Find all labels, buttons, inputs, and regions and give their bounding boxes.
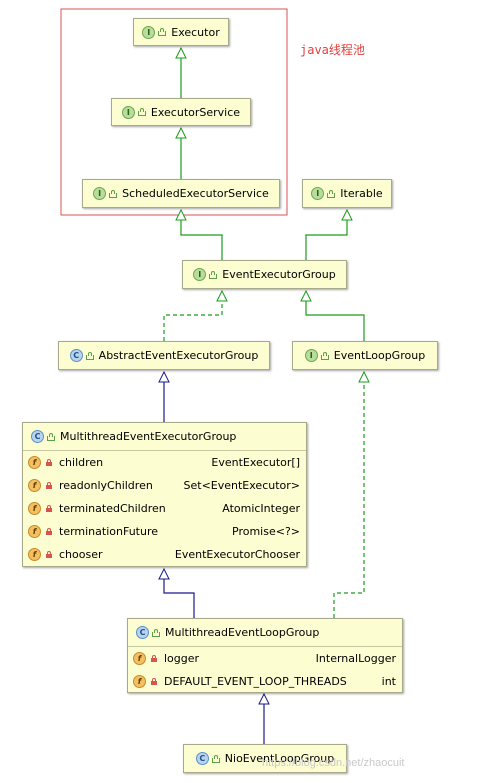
field-name: terminatedChildren — [59, 502, 166, 515]
interface-icon: I — [93, 187, 107, 200]
watermark: https://blog.csdn.net/zhaocuit — [262, 757, 405, 769]
node-multithread-event-loop-group[interactable]: C MultithreadEventLoopGroup f logger Int… — [127, 618, 403, 693]
node-name: Executor — [171, 25, 220, 39]
node-name: MultithreadEventLoopGroup — [165, 626, 320, 639]
thread-pool-highlight-box — [60, 8, 288, 216]
field-row[interactable]: f children EventExecutor[] — [23, 451, 306, 474]
node-name: AbstractEventExecutorGroup — [98, 349, 259, 362]
field-name: DEFAULT_EVENT_LOOP_THREADS — [164, 675, 347, 688]
field-row[interactable]: f terminatedChildren AtomicInteger — [23, 497, 306, 520]
node-scheduled-executor-service[interactable]: I ScheduledExecutorService — [82, 179, 280, 208]
edge-eventexecutorgroup-scheduled — [181, 210, 223, 260]
field-type: AtomicInteger — [222, 502, 300, 515]
field-icon: f — [28, 479, 41, 492]
class-icon: C — [136, 626, 149, 639]
node-event-executor-group[interactable]: I EventExecutorGroup — [182, 260, 347, 289]
class-icon: C — [69, 349, 83, 362]
private-lock-icon — [46, 505, 52, 512]
public-visibility-icon — [137, 108, 146, 116]
public-visibility-icon — [158, 28, 167, 36]
private-lock-icon — [46, 551, 52, 558]
node-name: MultithreadEventExecutorGroup — [60, 430, 237, 443]
public-visibility-icon — [85, 351, 94, 360]
private-lock-icon — [151, 678, 157, 685]
node-name: NioEventLoopGroup — [224, 752, 335, 765]
field-name: terminationFuture — [59, 525, 158, 538]
field-icon: f — [133, 652, 146, 665]
field-row[interactable]: f readonlyChildren Set<EventExecutor> — [23, 474, 306, 497]
field-row[interactable]: f terminationFuture Promise<?> — [23, 520, 306, 543]
field-row[interactable]: f chooser EventExecutorChooser — [23, 543, 306, 566]
edge-multithreadloop-multithreadexecutor — [164, 569, 195, 618]
public-visibility-icon — [320, 351, 329, 360]
field-icon: f — [28, 456, 41, 469]
node-multithread-event-executor-group[interactable]: C MultithreadEventExecutorGroup f childr… — [22, 422, 307, 567]
public-visibility-icon — [109, 189, 118, 198]
interface-icon: I — [311, 187, 325, 200]
node-executor-service[interactable]: I ExecutorService — [111, 98, 251, 126]
class-icon: C — [31, 430, 44, 443]
field-row[interactable]: f DEFAULT_EVENT_LOOP_THREADS int — [128, 670, 402, 693]
public-visibility-icon — [152, 628, 160, 637]
private-lock-icon — [46, 528, 52, 535]
field-type: EventExecutor[] — [211, 456, 300, 469]
field-type: InternalLogger — [315, 652, 396, 665]
interface-icon: I — [142, 25, 156, 39]
class-icon: C — [195, 752, 209, 765]
field-type: Promise<?> — [232, 525, 300, 538]
interface-icon: I — [193, 268, 207, 281]
field-type: EventExecutorChooser — [174, 548, 300, 561]
node-iterable[interactable]: I Iterable — [302, 179, 392, 208]
field-name: children — [59, 456, 104, 469]
node-executor[interactable]: I Executor — [133, 18, 229, 46]
field-icon: f — [28, 525, 41, 538]
public-visibility-icon — [47, 432, 55, 441]
node-name: ScheduledExecutorService — [122, 187, 269, 200]
node-nio-event-loop-group[interactable]: C NioEventLoopGroup — [183, 744, 347, 773]
field-name: chooser — [59, 548, 103, 561]
field-row[interactable]: f logger InternalLogger — [128, 647, 402, 670]
private-lock-icon — [151, 655, 157, 662]
thread-pool-label: java线程池 — [300, 43, 365, 57]
private-lock-icon — [46, 482, 52, 489]
node-abstract-event-executor-group[interactable]: C AbstractEventExecutorGroup — [58, 341, 270, 370]
interface-icon: I — [304, 349, 318, 362]
field-icon: f — [133, 675, 146, 688]
edge-eventloopgroup-eventexecutorgroup — [306, 291, 365, 341]
field-icon: f — [28, 502, 41, 515]
public-visibility-icon — [209, 270, 218, 279]
node-name: EventExecutorGroup — [222, 268, 336, 281]
node-event-loop-group[interactable]: I EventLoopGroup — [292, 341, 438, 370]
field-list: f children EventExecutor[] f readonlyChi… — [23, 450, 306, 566]
field-list: f logger InternalLogger f DEFAULT_EVENT_… — [128, 646, 402, 693]
field-name: logger — [164, 652, 200, 665]
field-type: int — [381, 675, 396, 688]
node-name: ExecutorService — [150, 105, 241, 119]
node-name: EventLoopGroup — [333, 349, 426, 362]
field-name: readonlyChildren — [59, 479, 153, 492]
public-visibility-icon — [211, 754, 220, 763]
edge-multithreadloop-eventloopgroup — [333, 372, 364, 618]
edge-abstract-eventexecutorgroup — [163, 291, 222, 341]
field-icon: f — [28, 548, 41, 561]
interface-icon: I — [121, 105, 135, 119]
node-name: Iterable — [340, 187, 383, 200]
public-visibility-icon — [327, 189, 336, 198]
edge-eventexecutorgroup-iterable — [305, 210, 347, 260]
private-lock-icon — [46, 459, 52, 466]
field-type: Set<EventExecutor> — [183, 479, 300, 492]
